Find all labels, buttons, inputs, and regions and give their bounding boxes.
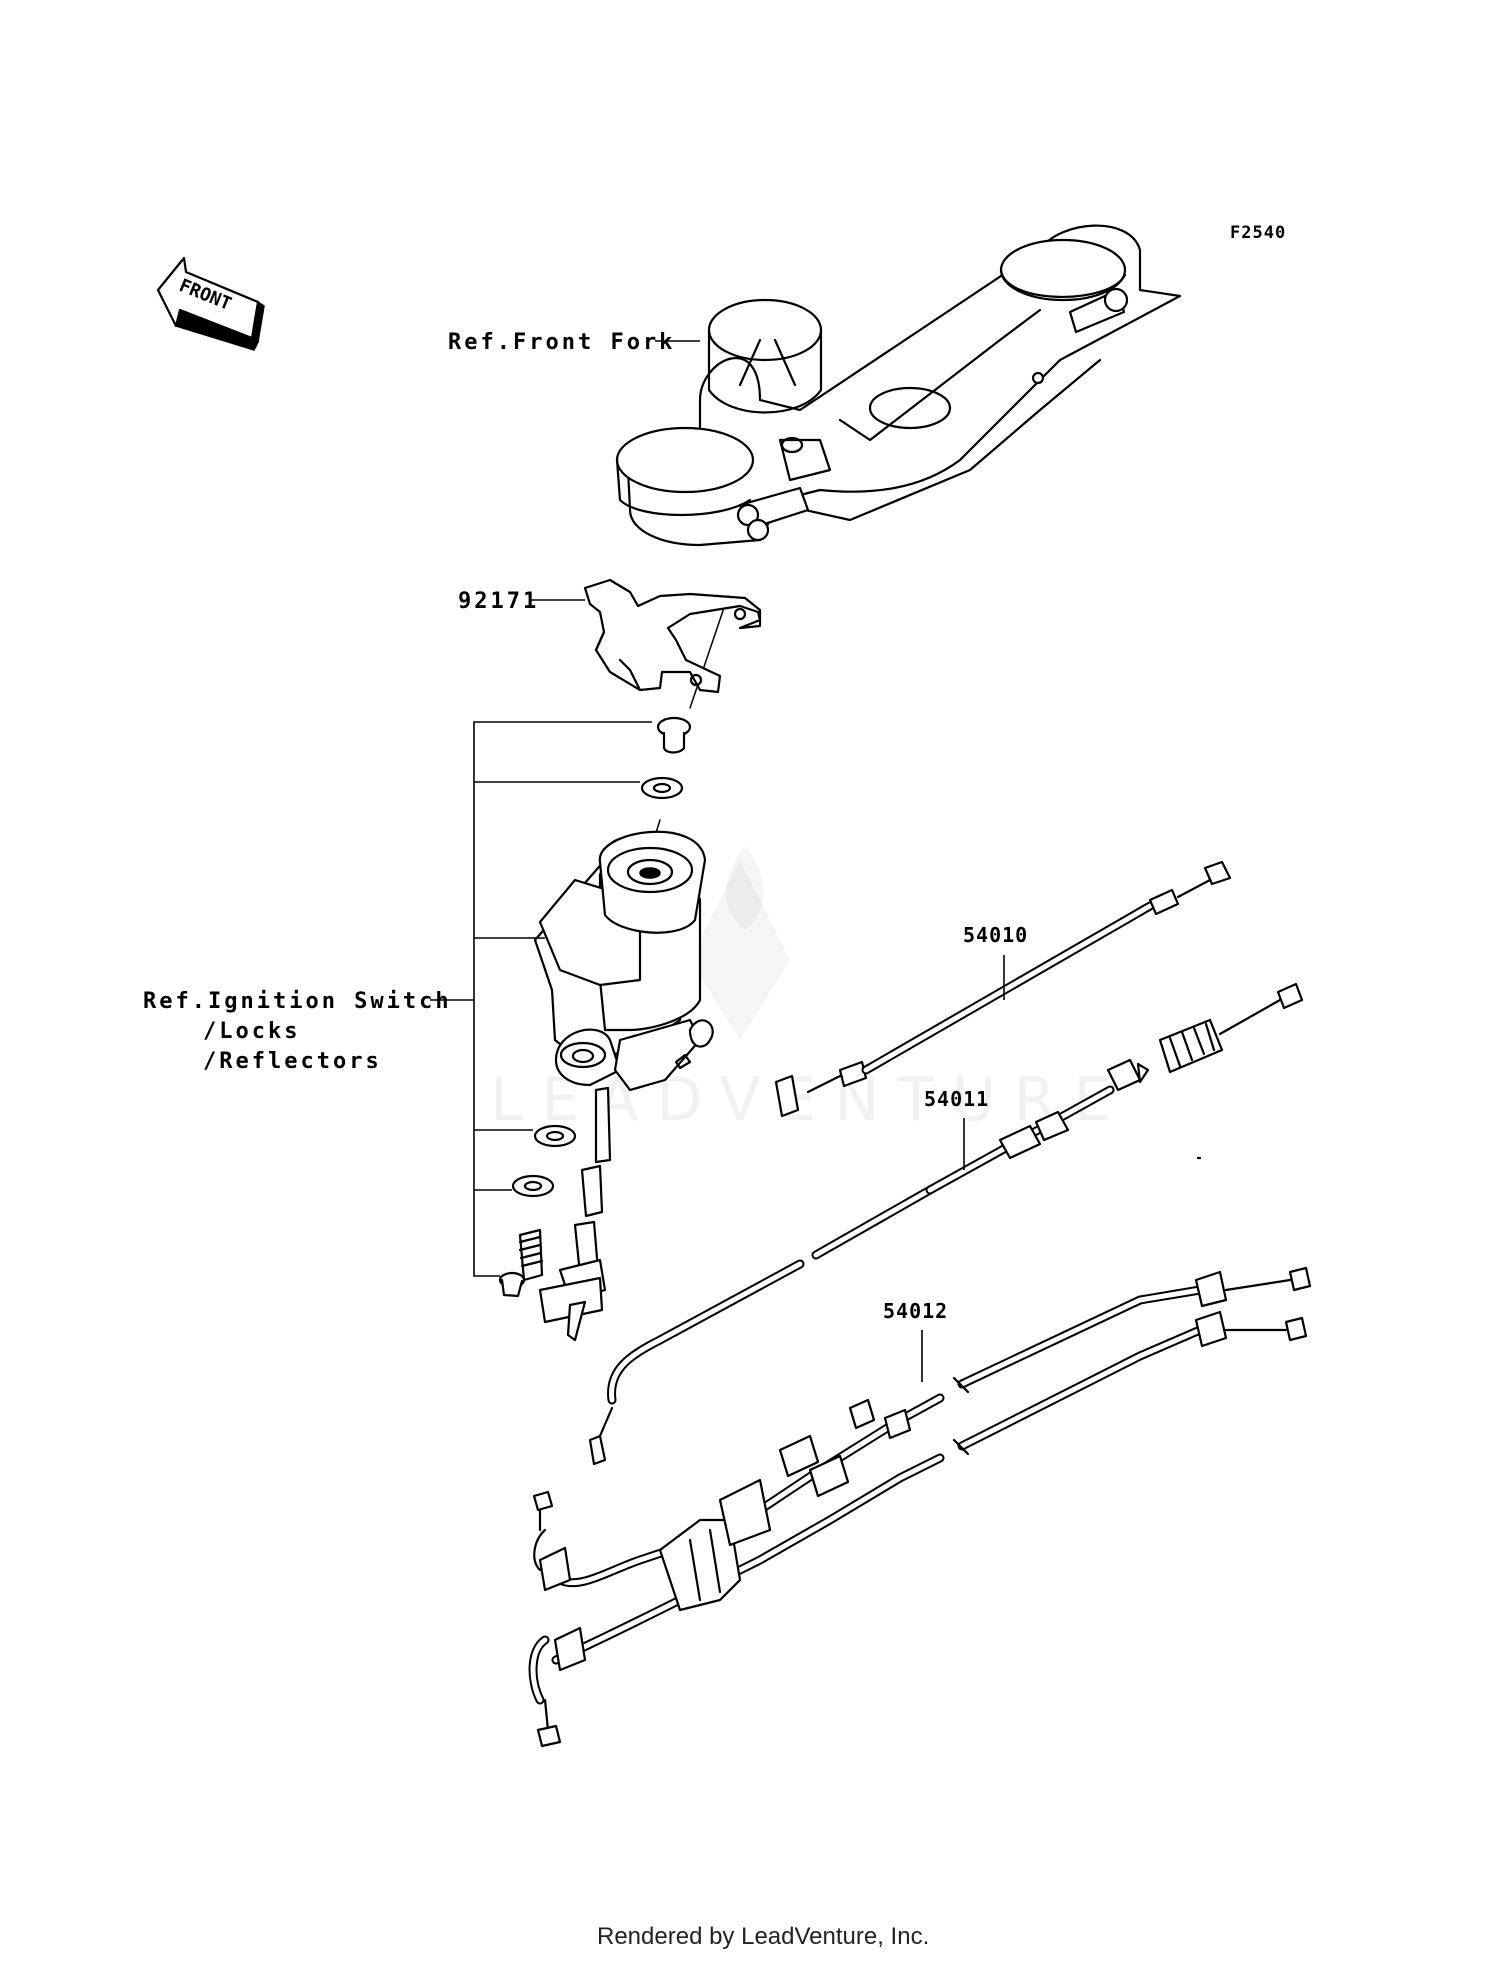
label-54011: 54011 <box>924 1087 989 1111</box>
label-ignition-line1: Ref.Ignition Switch <box>143 989 452 1014</box>
label-54012: 54012 <box>883 1299 948 1323</box>
cable-54010 <box>774 860 1232 1118</box>
cable-54011 <box>588 982 1304 1466</box>
watermark: LEADVENTURE <box>490 845 1112 1135</box>
front-arrow-icon: FRONT <box>156 256 265 351</box>
diagram-code: F2540 <box>1230 223 1286 243</box>
cable-54012 <box>528 1266 1312 1748</box>
leader-ignition-bracket <box>473 721 652 1277</box>
ignition-switch <box>498 716 714 1342</box>
label-54010: 54010 <box>963 923 1028 947</box>
label-ignition-line3: /Reflectors <box>203 1049 382 1074</box>
footer-credit: Rendered by LeadVenture, Inc. <box>597 1923 929 1950</box>
label-ignition-line2: /Locks <box>203 1019 300 1044</box>
label-front-fork: Ref.Front Fork <box>448 330 675 355</box>
triple-clamp <box>615 224 1182 547</box>
bracket-92171 <box>583 578 762 694</box>
label-92171: 92171 <box>458 589 539 614</box>
